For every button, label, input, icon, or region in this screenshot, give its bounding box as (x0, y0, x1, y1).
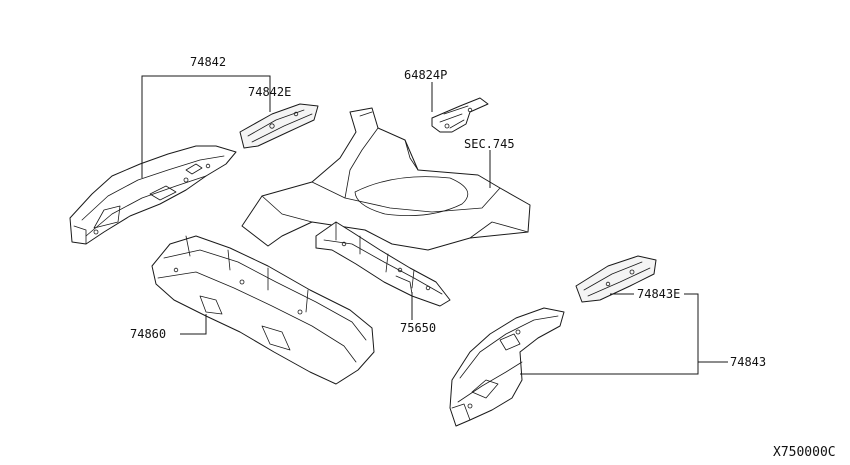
callout-75650: 75650 (400, 321, 436, 335)
reinforcement-75650 (315, 221, 451, 307)
extension-74842e (239, 103, 319, 149)
rear-floor-panel (241, 107, 531, 251)
callout-74843: 74843 (730, 355, 766, 369)
diagram-code: X750000C (773, 445, 836, 460)
bracket-64824p (431, 97, 489, 133)
cross-member-74860 (151, 235, 375, 385)
callout-74860: 74860 (130, 327, 166, 341)
callout-64824p: 64824P (404, 68, 447, 82)
callout-74842: 74842 (190, 55, 226, 69)
side-member-74842 (69, 145, 237, 245)
callout-sec745: SEC.745 (464, 137, 515, 151)
callout-74843e: 74843E (637, 287, 680, 301)
callout-74842e: 74842E (248, 85, 291, 99)
side-member-74843 (449, 307, 565, 427)
extension-74843e (575, 255, 657, 303)
leader-lines (141, 75, 728, 375)
